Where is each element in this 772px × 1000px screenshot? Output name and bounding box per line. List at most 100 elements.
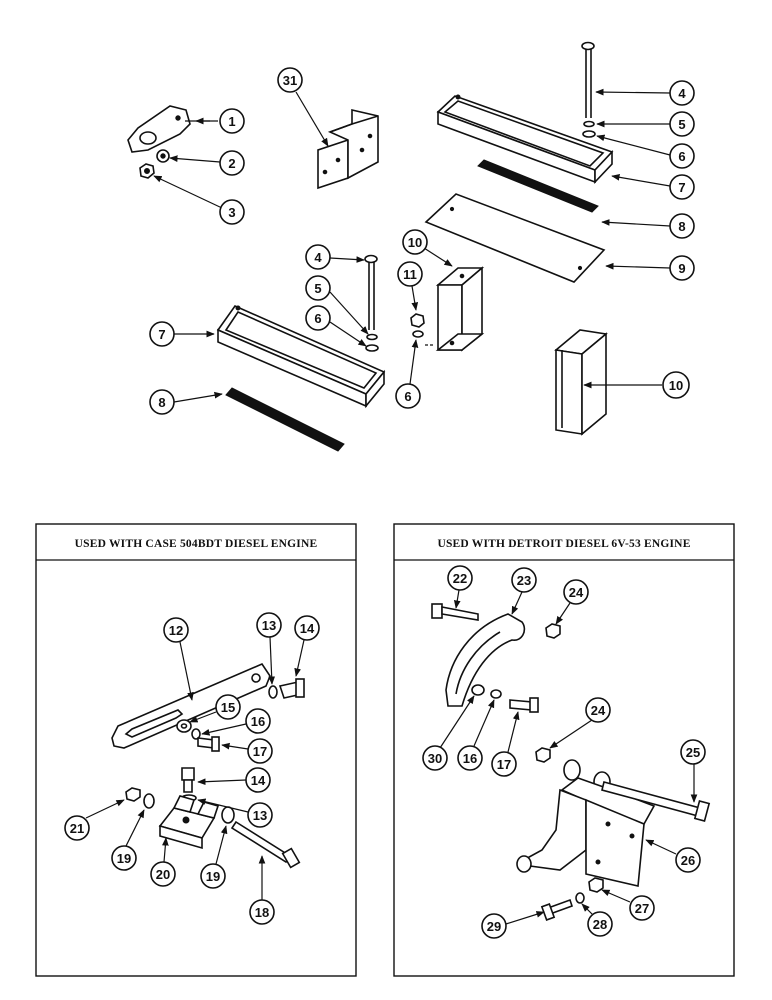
callout-13a: 13 <box>256 612 282 685</box>
callout-8b: 8 <box>149 389 223 415</box>
svg-text:20: 20 <box>156 867 170 882</box>
bracket-plate-part-1 <box>127 105 210 153</box>
carriage-bolt-upper-part-4 <box>581 41 596 138</box>
callout-4a: 4 <box>595 80 695 106</box>
washer-part-15 <box>176 719 192 733</box>
svg-text:11: 11 <box>403 267 417 282</box>
callout-29: 29 <box>481 911 545 939</box>
svg-text:7: 7 <box>678 180 685 195</box>
nut-part-27 <box>588 877 604 893</box>
callout-2: 2 <box>169 150 245 176</box>
callout-16a: 16 <box>201 708 271 736</box>
svg-text:10: 10 <box>669 378 683 393</box>
slotted-bar-part-12 <box>111 663 271 749</box>
nut-part-11 <box>410 313 425 338</box>
washer-part-13 <box>268 685 278 699</box>
svg-text:22: 22 <box>453 571 467 586</box>
svg-text:24: 24 <box>591 703 606 718</box>
step-plate-part-9 <box>424 193 606 283</box>
callout-19a: 19 <box>111 809 145 871</box>
svg-text:19: 19 <box>206 869 220 884</box>
svg-text:2: 2 <box>228 156 235 171</box>
callout-5a: 5 <box>596 111 695 137</box>
callout-18: 18 <box>249 855 275 925</box>
lock-washer-part-2 <box>156 149 170 163</box>
svg-text:23: 23 <box>517 573 531 588</box>
right-panel: USED WITH DETROIT DIESEL 6V-53 ENGINE <box>393 523 735 977</box>
callout-17b: 17 <box>491 711 520 777</box>
callout-24b: 24 <box>549 697 611 749</box>
svg-text:31: 31 <box>283 73 297 88</box>
svg-text:8: 8 <box>678 219 685 234</box>
bolt-part-14 <box>278 678 305 699</box>
washer-part-19-second <box>221 806 235 824</box>
svg-text:17: 17 <box>497 757 511 772</box>
callout-20: 20 <box>150 837 176 887</box>
callout-24a: 24 <box>555 579 589 625</box>
bolt-part-25 <box>601 781 711 822</box>
bolt-part-14-second <box>181 767 195 793</box>
svg-text:10: 10 <box>408 235 422 250</box>
callout-19b: 19 <box>200 825 228 889</box>
step-tray-upper-part-7 <box>436 94 614 185</box>
lock-washer-part-16 <box>191 728 201 740</box>
callout-17a: 17 <box>221 738 273 764</box>
right-panel-title: USED WITH DETROIT DIESEL 6V-53 ENGINE <box>437 538 690 550</box>
angle-bracket-part-31 <box>317 108 379 190</box>
callout-6a: 6 <box>596 134 695 169</box>
callout-12: 12 <box>163 617 194 701</box>
nut-part-3 <box>139 163 155 179</box>
nut-part-24 <box>545 623 561 639</box>
svg-text:9: 9 <box>678 261 685 276</box>
svg-text:4: 4 <box>314 250 322 265</box>
svg-text:14: 14 <box>251 773 266 788</box>
svg-text:15: 15 <box>221 700 235 715</box>
svg-text:16: 16 <box>251 714 265 729</box>
callout-30: 30 <box>422 695 475 771</box>
bolt-part-22 <box>431 603 479 621</box>
bolt-part-17 <box>197 736 220 752</box>
svg-text:29: 29 <box>487 919 501 934</box>
svg-text:19: 19 <box>117 851 131 866</box>
slotted-arm-part-23 <box>445 613 526 707</box>
bolt-part-29 <box>540 898 574 921</box>
callout-4b: 4 <box>305 244 365 270</box>
tread-strip-upper-part-8 <box>477 159 599 213</box>
callout-14a: 14 <box>294 615 320 677</box>
svg-text:6: 6 <box>678 149 685 164</box>
svg-text:6: 6 <box>314 311 321 326</box>
callout-31: 31 <box>277 67 329 147</box>
lock-washer-part-28 <box>575 892 585 904</box>
carriage-bolt-lower-part-4 <box>364 254 379 352</box>
callout-21: 21 <box>64 799 125 841</box>
left-panel: USED WITH CASE 504BDT DIESEL ENGINE <box>35 523 357 977</box>
svg-text:12: 12 <box>169 623 183 638</box>
svg-text:5: 5 <box>314 281 321 296</box>
step-support-part-10-second <box>554 329 608 436</box>
svg-text:13: 13 <box>262 618 276 633</box>
callout-8a: 8 <box>601 213 695 239</box>
svg-text:13: 13 <box>253 808 267 823</box>
callout-6b: 6 <box>305 305 367 347</box>
step-support-part-10 <box>425 266 485 352</box>
callout-15: 15 <box>189 694 241 723</box>
callout-14b: 14 <box>197 767 271 793</box>
lock-washer-part-16-second <box>490 689 502 699</box>
step-tray-lower-part-7 <box>216 305 386 409</box>
svg-text:28: 28 <box>593 917 607 932</box>
left-panel-title: USED WITH CASE 504BDT DIESEL ENGINE <box>75 538 318 550</box>
washer-part-30 <box>471 684 485 696</box>
callout-16b: 16 <box>457 699 495 771</box>
callout-1: 1 <box>195 108 245 134</box>
callouts: 1 2 3 31 4 5 6 7 8 9 10 11 4 5 6 7 6 8 1… <box>64 67 706 939</box>
callout-25: 25 <box>680 739 706 803</box>
nut-part-24-second <box>535 747 551 763</box>
callout-10a: 10 <box>402 229 453 267</box>
washer-part-19 <box>143 793 155 809</box>
svg-text:8: 8 <box>158 395 165 410</box>
svg-text:26: 26 <box>681 853 695 868</box>
svg-text:27: 27 <box>635 901 649 916</box>
callout-7b: 7 <box>149 321 215 347</box>
callout-23: 23 <box>511 567 537 615</box>
svg-text:25: 25 <box>686 745 700 760</box>
